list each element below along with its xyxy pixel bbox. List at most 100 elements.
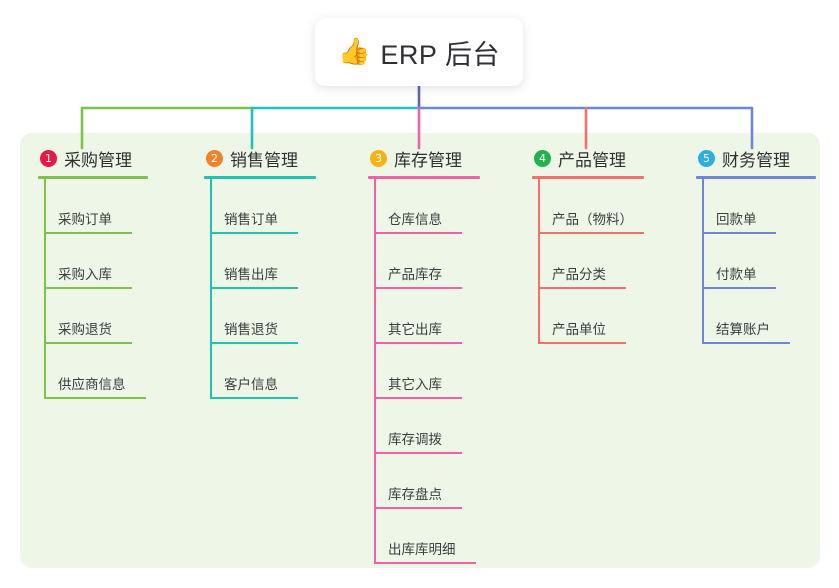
branch-item[interactable]: 付款单: [696, 234, 839, 289]
branch-item-list: 仓库信息产品库存其它出库其它入库库存调拨库存盘点出库库明细: [368, 179, 518, 564]
item-spine: [210, 289, 212, 344]
item-label: 产品单位: [552, 322, 606, 337]
branch-item[interactable]: 销售退货: [204, 289, 354, 344]
item-label: 客户信息: [224, 377, 278, 392]
branch-item[interactable]: 其它出库: [368, 289, 518, 344]
branch-number-badge: 5: [698, 149, 715, 167]
branch-underline: [38, 176, 148, 179]
item-underline: [702, 232, 776, 234]
item-underline: [702, 342, 790, 344]
item-underline: [374, 507, 462, 509]
item-underline: [44, 342, 132, 344]
root-node-card[interactable]: 👍 ERP 后台: [315, 18, 523, 86]
item-label: 库存盘点: [388, 487, 442, 502]
item-underline: [210, 232, 298, 234]
item-spine: [44, 289, 46, 344]
item-label: 产品分类: [552, 267, 606, 282]
branch-item[interactable]: 出库库明细: [368, 509, 518, 564]
item-spine: [702, 289, 704, 344]
item-label: 出库库明细: [388, 542, 456, 557]
branch-item-list: 产品（物料） 产品分类产品单位: [532, 179, 682, 344]
branch-item[interactable]: 结算账户: [696, 289, 839, 344]
branch-item[interactable]: 销售出库: [204, 234, 354, 289]
item-underline: [210, 397, 298, 399]
item-underline: [538, 232, 644, 234]
item-label: 销售退货: [224, 322, 278, 337]
branch-item[interactable]: 仓库信息: [368, 179, 518, 234]
branch-item[interactable]: 采购退货: [38, 289, 188, 344]
item-underline: [44, 287, 132, 289]
item-label: 其它入库: [388, 377, 442, 392]
branch-item[interactable]: 销售订单: [204, 179, 354, 234]
item-spine: [374, 179, 376, 234]
item-spine: [210, 179, 212, 234]
branch-item-list: 采购订单采购入库采购退货供应商信息: [38, 179, 188, 399]
branch-item[interactable]: 库存盘点: [368, 454, 518, 509]
item-label: 产品库存: [388, 267, 442, 282]
branch-item[interactable]: 库存调拨: [368, 399, 518, 454]
branch-item[interactable]: 客户信息: [204, 344, 354, 399]
branch-underline: [204, 176, 316, 179]
branch-item[interactable]: 采购入库: [38, 234, 188, 289]
item-label: 仓库信息: [388, 212, 442, 227]
item-underline: [374, 342, 462, 344]
branch-underline: [368, 176, 480, 179]
item-spine: [538, 289, 540, 344]
item-spine: [374, 234, 376, 289]
page-title: ERP 后台: [380, 39, 500, 70]
item-label: 库存调拨: [388, 432, 442, 447]
branch-number-badge: 4: [534, 149, 551, 167]
branch-item-list: 回款单付款单结算账户: [696, 179, 839, 344]
branch-underline: [532, 176, 644, 179]
item-spine: [374, 289, 376, 344]
item-spine: [44, 344, 46, 399]
item-spine: [702, 234, 704, 289]
item-label: 回款单: [716, 212, 757, 227]
item-spine: [702, 179, 704, 234]
item-underline: [538, 342, 626, 344]
branch-underline: [696, 176, 816, 179]
branch-item[interactable]: 供应商信息: [38, 344, 188, 399]
item-spine: [374, 344, 376, 399]
branch-title: 库存管理: [394, 150, 462, 170]
item-spine: [538, 179, 540, 234]
item-underline: [44, 232, 132, 234]
branch-item[interactable]: 产品库存: [368, 234, 518, 289]
item-underline: [374, 232, 462, 234]
item-underline: [44, 397, 146, 399]
item-spine: [44, 234, 46, 289]
item-label: 采购订单: [58, 212, 112, 227]
branch-item[interactable]: 产品（物料）: [532, 179, 682, 234]
item-underline: [210, 342, 298, 344]
branch-item[interactable]: 产品单位: [532, 289, 682, 344]
item-underline: [702, 287, 776, 289]
branch-item[interactable]: 回款单: [696, 179, 839, 234]
branch-number-badge: 2: [206, 149, 223, 167]
branch-item-list: 销售订单销售出库销售退货客户信息: [204, 179, 354, 399]
branch-item[interactable]: 其它入库: [368, 344, 518, 399]
item-underline: [374, 562, 476, 564]
item-spine: [210, 234, 212, 289]
item-label: 采购入库: [58, 267, 112, 282]
item-spine: [374, 454, 376, 509]
item-label: 其它出库: [388, 322, 442, 337]
item-underline: [374, 287, 462, 289]
branch-item[interactable]: 产品分类: [532, 234, 682, 289]
item-underline: [538, 287, 626, 289]
branch-item[interactable]: 采购订单: [38, 179, 188, 234]
item-spine: [538, 234, 540, 289]
thumbs-up-icon: 👍: [338, 37, 371, 67]
item-label: 销售订单: [224, 212, 278, 227]
item-label: 销售出库: [224, 267, 278, 282]
branch-title: 采购管理: [64, 150, 132, 170]
